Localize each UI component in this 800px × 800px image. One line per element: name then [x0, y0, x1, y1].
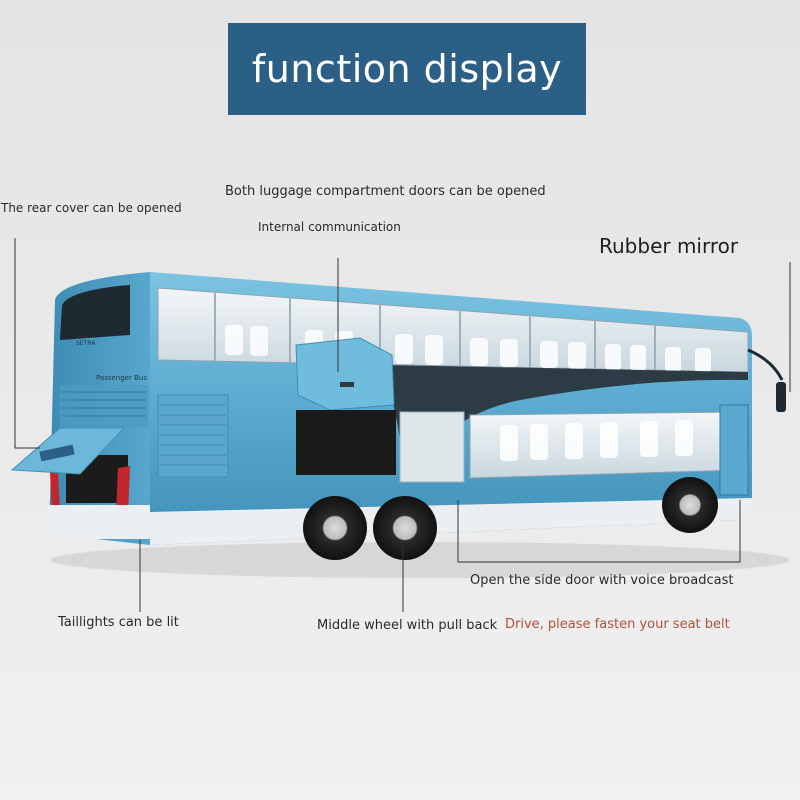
callout-internal-comm: Internal communication: [258, 220, 401, 234]
bus-side-brand: Passenger Bus: [96, 374, 147, 382]
wheel-front: [662, 477, 718, 533]
rubber-mirror-arm: [747, 348, 784, 381]
luggage-door-handle: [340, 382, 354, 387]
callout-line-rear-cover: [14, 238, 40, 449]
wheel-rear: [303, 496, 367, 560]
bus-rear-grille-lines: [62, 391, 146, 417]
callout-line-side-door: [457, 500, 741, 563]
luggage-compartment-side: [399, 411, 465, 483]
callout-middle-wheel: Middle wheel with pull back: [317, 618, 498, 633]
rear-cover-plate: [39, 444, 75, 462]
bus-shadow: [50, 542, 790, 578]
callout-rear-cover: The rear cover can be opened: [1, 201, 182, 215]
bus-rear-window: [60, 285, 130, 340]
taillight-left: [50, 470, 60, 512]
banner-title: function display: [251, 47, 563, 91]
callout-luggage-doors: Both luggage compartment doors can be op…: [225, 184, 546, 199]
bus-lower-skirt: [150, 498, 752, 545]
bus-rear-grille: [60, 385, 148, 427]
wheel-middle: [373, 496, 437, 560]
callout-seat-belt: Drive, please fasten your seat belt: [505, 617, 730, 632]
rubber-mirror: [776, 382, 786, 412]
taillight-right: [116, 466, 130, 516]
callout-rubber-mirror: Rubber mirror: [599, 234, 739, 258]
luggage-door-upper: [295, 337, 395, 411]
side-vent-panel: [157, 394, 229, 478]
side-vent-lines: [160, 404, 226, 466]
upper-deck-window-pillars: [214, 292, 656, 370]
bus-top-brand: SETRA: [76, 340, 96, 347]
callout-taillights: Taillights can be lit: [58, 615, 179, 630]
lower-deck-seats: [500, 420, 693, 461]
bus-rear-bumper: [48, 505, 152, 539]
bus-side-swoosh: [380, 365, 748, 440]
callout-lines: [14, 238, 791, 612]
luggage-compartment-open: [296, 410, 396, 475]
side-door-opened: [719, 404, 749, 496]
callout-side-door: Open the side door with voice broadcast: [470, 573, 734, 588]
title-banner: function display: [228, 23, 586, 115]
